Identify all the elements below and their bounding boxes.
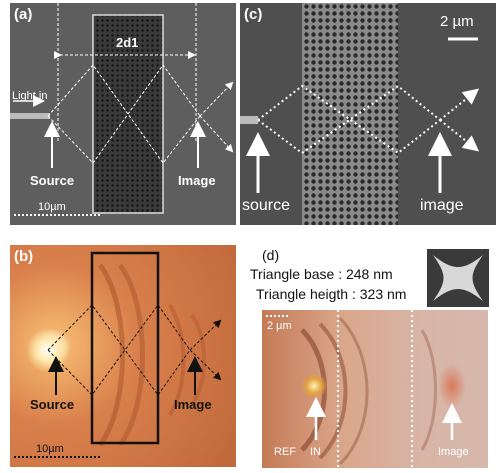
unit-cell-inset (427, 249, 489, 307)
panel-c-label: (c) (244, 6, 263, 23)
dimension-label: 2d1 (116, 35, 139, 50)
lens-outline (90, 251, 160, 445)
panel-d-field: 2 µm REF IN Image (262, 310, 488, 468)
triangle-height-label: Triangle heigth : 323 nm (256, 286, 407, 302)
panel-d-graphic (262, 310, 488, 468)
waveguide (10, 113, 50, 119)
image-label: Image (178, 173, 216, 188)
panel-a-graphic (10, 3, 236, 225)
image-spot (438, 364, 466, 408)
source-label: Source (30, 397, 75, 412)
panel-c-graphic (240, 3, 496, 225)
source-label: Source (30, 173, 75, 188)
scale-label: 2 µm (267, 320, 292, 332)
source-spot (301, 373, 327, 399)
panel-c: (c) 2 µm source image (240, 3, 496, 225)
photonic-crystal-slab (302, 3, 398, 225)
panel-a-label: (a) (14, 6, 33, 23)
waveguide (240, 116, 258, 124)
image-label: image (420, 197, 464, 214)
panel-d-label: (d) (262, 247, 280, 263)
panel-a: (a) 2d1 Light in Source Image 10µm (10, 3, 236, 225)
panel-b-label: (b) (14, 248, 34, 265)
scale-label: 10µm (36, 443, 64, 455)
light-in-label: Light in (12, 90, 48, 102)
panel-b-graphic (10, 245, 236, 467)
image-label: Image (438, 446, 469, 458)
triangle-base-label: Triangle base : 248 nm (250, 266, 393, 282)
scale-label: 10µm (38, 201, 66, 213)
image-label: Image (174, 397, 212, 412)
source-label: source (242, 197, 291, 214)
panel-b: (b) Source Image 10µm (10, 245, 236, 467)
scale-label: 2 µm (440, 13, 474, 30)
unit-cell-graphic (427, 249, 489, 307)
ref-label: REF (274, 446, 296, 458)
in-label: IN (310, 446, 321, 458)
